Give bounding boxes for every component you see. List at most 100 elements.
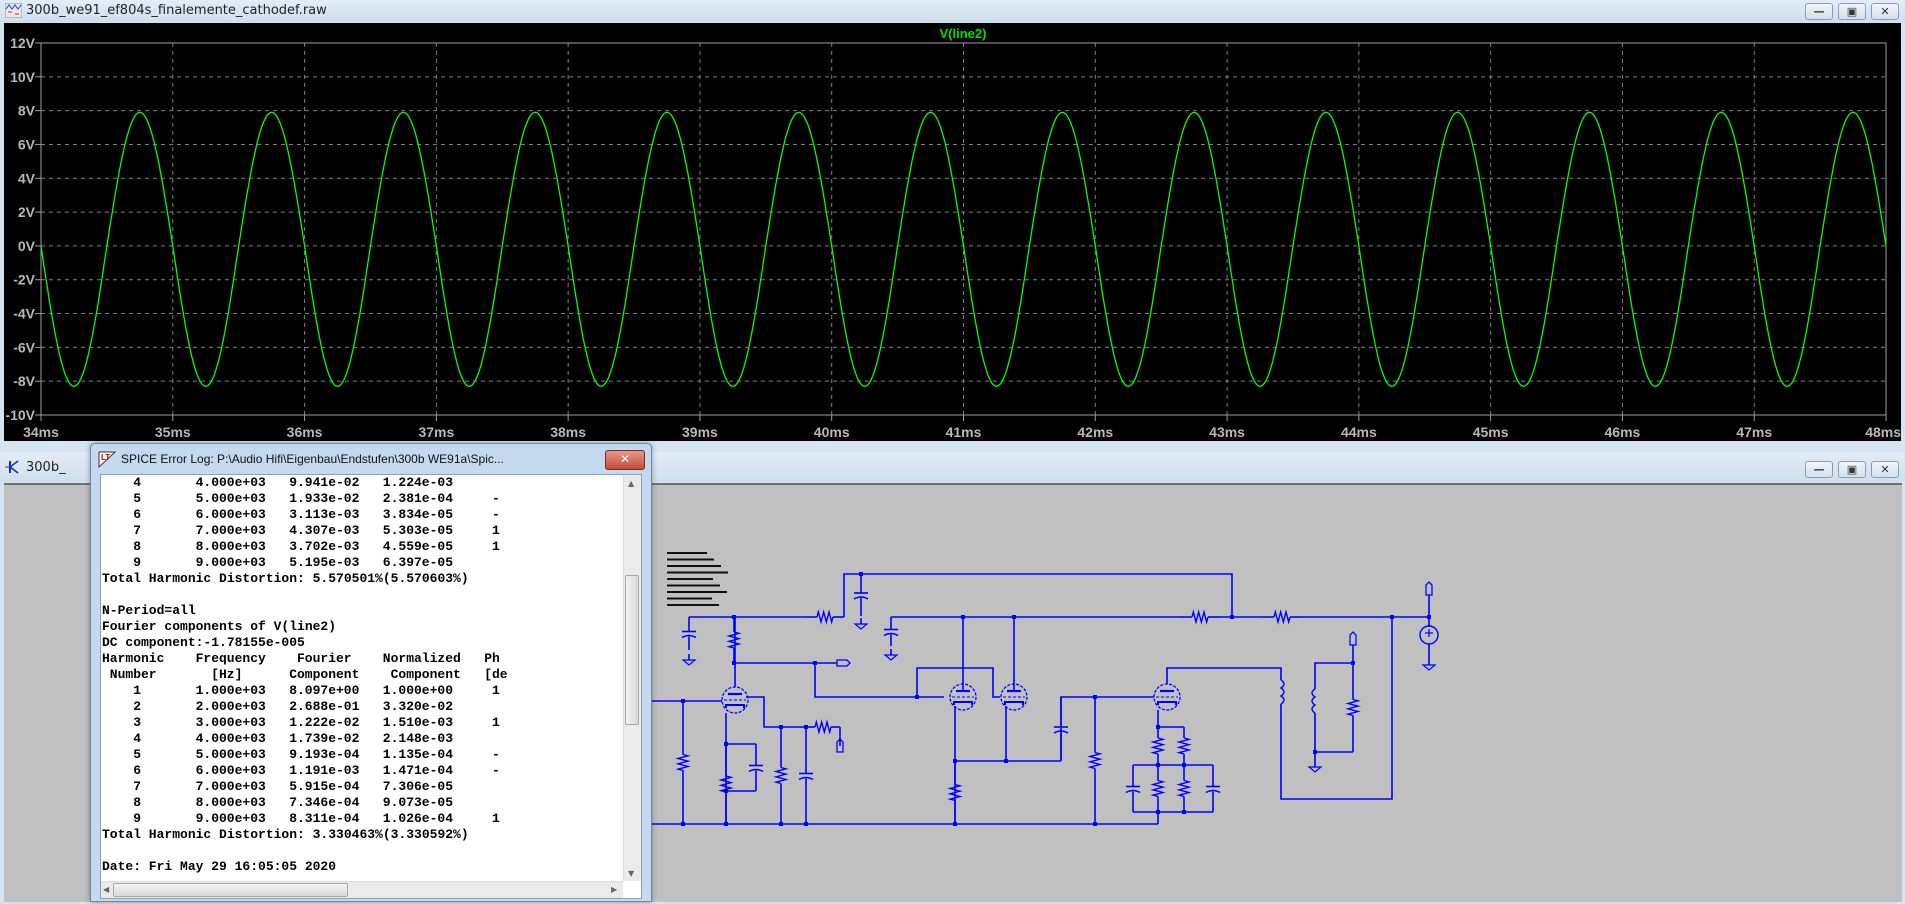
x-tick-label: 45ms	[1473, 424, 1509, 440]
phase: 1	[492, 539, 500, 554]
spice-directive-mark	[667, 571, 728, 574]
x-tick-label: 44ms	[1341, 424, 1377, 440]
schematic-minimize-button[interactable]: —	[1805, 461, 1833, 478]
tube-cathode	[1157, 701, 1177, 705]
col-header: [de	[484, 667, 508, 682]
schematic-window-title: 300b_	[26, 460, 66, 475]
tube-cathode	[953, 701, 973, 705]
frequency: 8.000e+03	[195, 539, 266, 554]
wire	[916, 667, 1000, 698]
scroll-up-icon[interactable]: ▲	[628, 479, 635, 488]
horizontal-scroll-thumb[interactable]	[113, 883, 348, 897]
scroll-down-icon[interactable]: ▼	[628, 869, 635, 878]
wire	[746, 696, 806, 728]
frequency: 8.000e+03	[195, 795, 266, 810]
log-close-button[interactable]: ✕	[605, 450, 645, 470]
fourier-component: 7.346e-04	[289, 795, 360, 810]
x-tick-label: 36ms	[287, 424, 323, 440]
frequency: 4.000e+03	[195, 475, 266, 490]
fourier-component: 9.193e-04	[289, 747, 360, 762]
restore-button[interactable]: ▣	[1838, 3, 1866, 20]
x-tick-label: 34ms	[23, 424, 59, 440]
col-header: Normalized	[382, 651, 461, 666]
minimize-button[interactable]: —	[1805, 3, 1833, 20]
scroll-right-icon[interactable]: ▶	[611, 885, 618, 894]
log-line: DC component:-1.78155e-005	[102, 635, 622, 651]
tube-cathode	[1004, 701, 1024, 705]
frequency: 9.000e+03	[195, 555, 266, 570]
x-tick-label: 41ms	[946, 424, 982, 440]
capacitor	[853, 596, 869, 600]
scroll-left-icon[interactable]: ◀	[103, 885, 110, 894]
phase: 1	[492, 683, 500, 698]
tube-cathode	[725, 704, 745, 708]
schematic-restore-button[interactable]: ▣	[1838, 461, 1866, 478]
frequency: 9.000e+03	[195, 811, 266, 826]
y-tick-label: 8V	[18, 103, 36, 119]
schematic-drawing[interactable]	[0, 0, 1898, 858]
frequency: 7.000e+03	[195, 779, 266, 794]
x-tick-label: 47ms	[1736, 424, 1772, 440]
phase: -	[492, 763, 500, 778]
harmonic-number: 6	[133, 507, 141, 522]
x-tick-label: 43ms	[1209, 424, 1245, 440]
x-tick-label: 46ms	[1605, 424, 1641, 440]
normalized-component: 2.381e-04	[382, 491, 454, 506]
normalized-component: 1.000e+00	[382, 683, 454, 698]
phase: -	[492, 491, 500, 506]
spice-directive-mark	[667, 604, 719, 606]
ground-icon	[853, 623, 869, 630]
y-tick-label: -8V	[13, 373, 35, 389]
thd-line: Total Harmonic Distortion: 3.330463%(3.3…	[102, 827, 622, 843]
x-tick-label: 40ms	[814, 424, 850, 440]
trace-v-line2	[40, 111, 1887, 387]
y-tick-label: -4V	[13, 306, 35, 322]
resistor	[1345, 698, 1361, 717]
col-header: [Hz]	[211, 667, 243, 682]
y-tick-label: -2V	[13, 272, 35, 288]
close-icon: ✕	[1880, 463, 1890, 476]
capacitor	[883, 632, 899, 637]
harmonic-number: 9	[133, 811, 141, 826]
net-label-flag	[836, 738, 844, 753]
normalized-component: 1.026e-04	[382, 811, 454, 826]
vertical-scroll-thumb[interactable]	[625, 575, 639, 725]
y-tick-label: 10V	[10, 69, 36, 85]
col-header: Number	[109, 667, 157, 682]
wire	[1280, 617, 1393, 800]
spice-error-log-window[interactable]: LT SPICE Error Log: P:\Audio Hifi\Eigenb…	[90, 443, 652, 902]
fourier-component: 4.307e-03	[289, 523, 360, 538]
schematic-close-button[interactable]: ✕	[1871, 461, 1899, 478]
capacitor	[748, 768, 764, 773]
minimize-icon: —	[1813, 463, 1825, 476]
normalized-component: 7.306e-05	[382, 779, 454, 794]
close-button[interactable]: ✕	[1871, 3, 1899, 20]
fourier-component: 3.702e-03	[289, 539, 360, 554]
date-text: Date: Fri May 29 16:05:05 2020	[102, 859, 337, 874]
frequency: 5.000e+03	[195, 491, 266, 506]
chart-title[interactable]: V(line2)	[940, 26, 987, 41]
ground-icon	[1307, 766, 1323, 773]
wire	[843, 573, 1233, 617]
horizontal-scrollbar[interactable]: ◀ ▶	[101, 881, 623, 898]
junction	[1182, 810, 1186, 814]
vertical-scrollbar[interactable]: ▲ ▼	[623, 475, 641, 881]
frequency: 1.000e+03	[195, 683, 266, 698]
log-line: Fourier components of V(line2)	[102, 619, 622, 635]
resistor	[1191, 609, 1209, 625]
y-tick-label: -6V	[13, 339, 35, 355]
resistor	[1150, 737, 1166, 755]
frequency: 6.000e+03	[195, 507, 266, 522]
